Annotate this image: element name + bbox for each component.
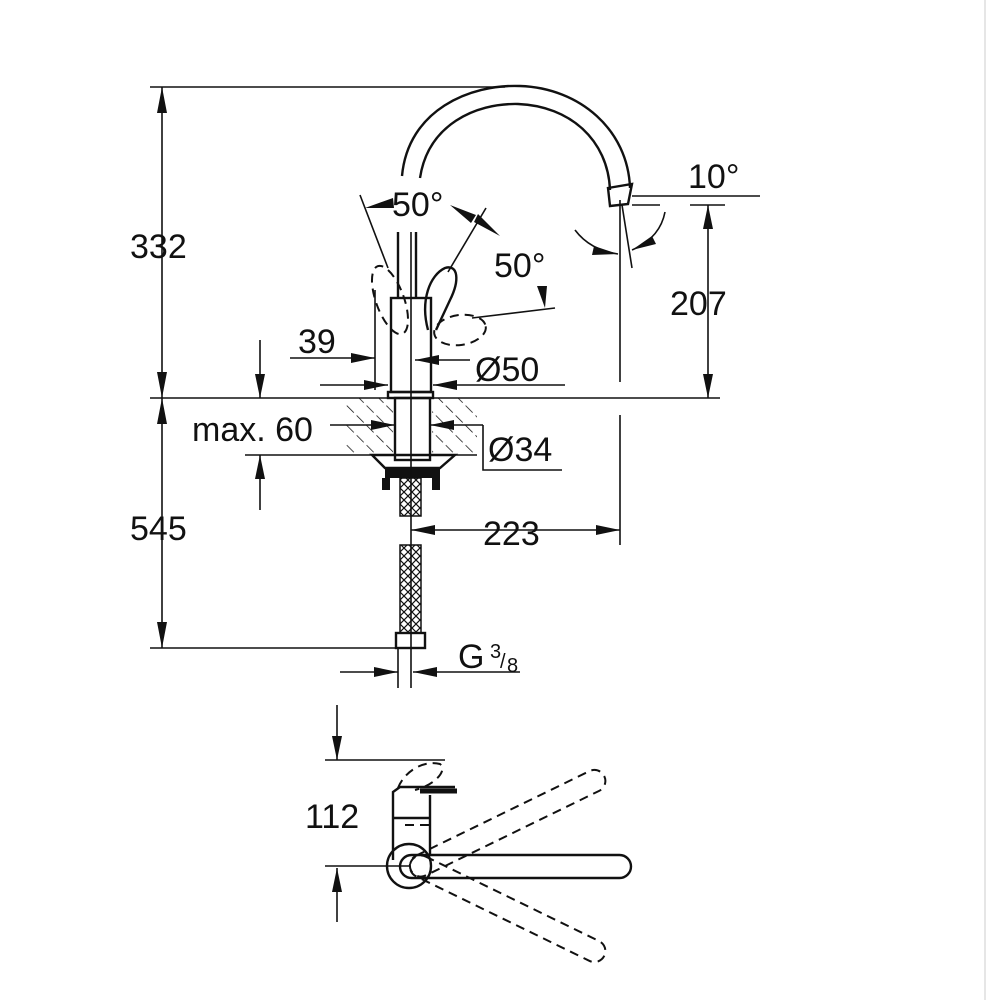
lever-handle-right-position [433,313,487,347]
mounting-bracket [369,453,459,470]
lever-top-view [398,853,633,880]
lever-right-swing [408,854,607,964]
mounting-shank [393,396,432,462]
dim-50-deg-top: 50° [392,186,443,224]
lever-pivot [385,842,433,890]
dim-207: 207 [670,285,727,323]
dim-diameter-50: Ø50 [475,351,539,389]
spout-inner [418,102,612,191]
dim-332: 332 [130,228,187,266]
dim-g-3-8: G 3 / 8 [458,638,518,677]
dim-39: 39 [298,323,336,361]
dim-545: 545 [130,510,187,548]
dim-112: 112 [305,798,359,836]
dimension-labels: 332 545 207 10° 50° 50° 39 Ø50 max. 60 Ø… [130,158,739,836]
lever-handle-left-position [370,264,410,336]
mounting-nut [385,468,440,478]
dim-50-deg-side: 50° [494,247,545,285]
svg-text:G: G [458,638,484,676]
lever-left-swing [408,768,607,878]
dim-diameter-34: Ø34 [488,431,552,469]
dim-223: 223 [483,515,540,553]
dimension-lines [150,86,760,688]
spout-nozzle [606,182,634,208]
dim-10-deg: 10° [688,158,739,196]
svg-text:3: 3 [490,641,501,663]
svg-text:/: / [500,651,506,673]
spout-outer [400,84,632,189]
faucet-side-view [345,84,634,688]
faucet-top-view [325,705,633,964]
lever-handle [423,266,458,331]
dim-max-60: max. 60 [192,411,313,449]
svg-text:8: 8 [507,655,518,677]
